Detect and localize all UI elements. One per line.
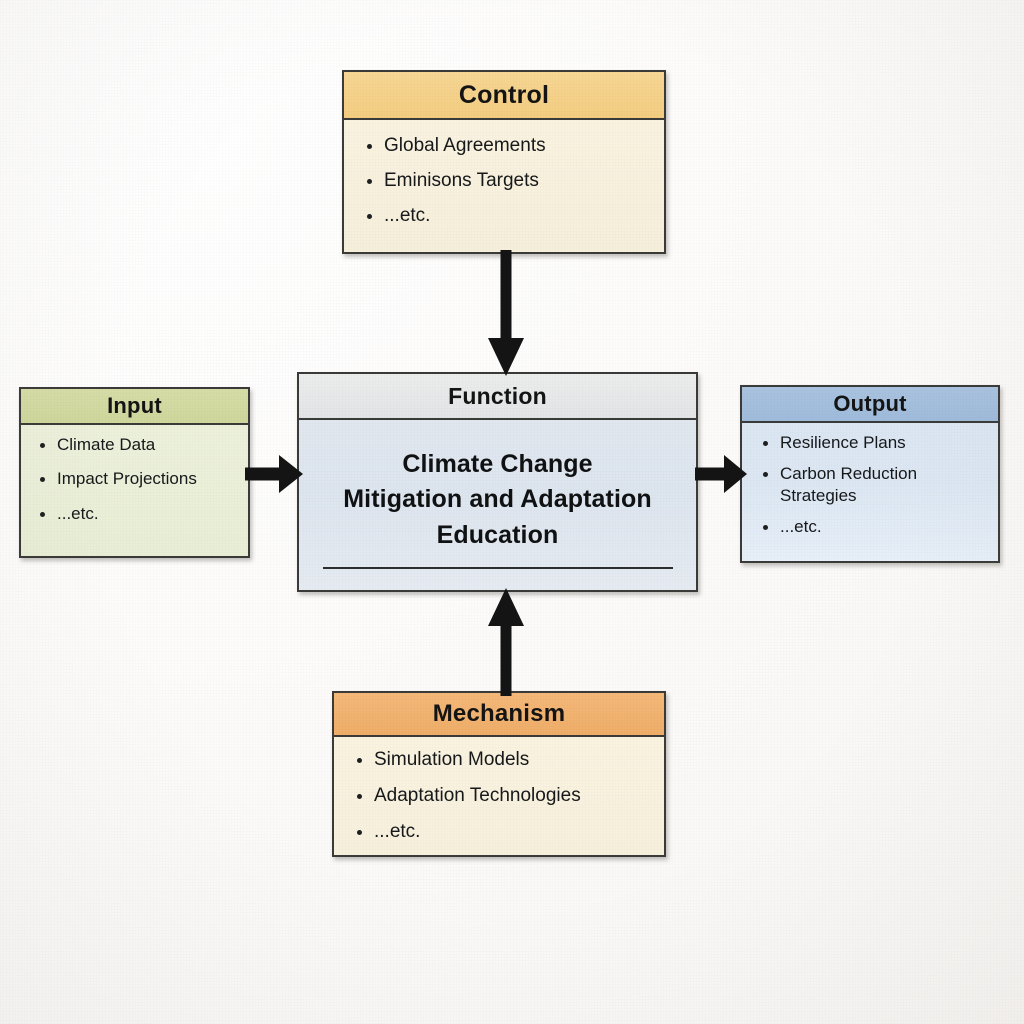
list-item: Eminisons Targets — [362, 169, 650, 193]
mechanism-to-function-arrow-up-icon — [488, 588, 524, 696]
function-name-line-3: Education — [436, 520, 559, 549]
list-item: Resilience Plans — [758, 432, 988, 453]
function-box[interactable]: Function Climate Change Mitigation and A… — [297, 372, 698, 592]
control-title: Control — [344, 72, 664, 120]
list-item: ...etc. — [35, 503, 238, 524]
function-name-line-2: Mitigation and Adaptation — [343, 485, 652, 514]
input-item-list: Climate Data Impact Projections ...etc. — [35, 434, 238, 524]
output-title: Output — [742, 387, 998, 423]
output-box[interactable]: Output Resilience Plans Carbon Reduction… — [740, 385, 1000, 563]
list-item: ...etc. — [362, 204, 650, 228]
mechanism-body: Simulation Models Adaptation Technologie… — [334, 737, 664, 855]
input-body: Climate Data Impact Projections ...etc. — [21, 425, 248, 545]
list-item: Global Agreements — [362, 134, 650, 158]
mechanism-item-list: Simulation Models Adaptation Technologie… — [352, 748, 652, 844]
control-to-function-arrow-down-icon — [488, 250, 524, 376]
mechanism-title: Mechanism — [334, 693, 664, 737]
input-box[interactable]: Input Climate Data Impact Projections ..… — [19, 387, 250, 558]
input-to-function-arrow-right-icon — [245, 455, 303, 493]
list-item: Simulation Models — [352, 748, 652, 772]
list-item: Carbon Reduction Strategies — [758, 463, 988, 506]
control-body: Global Agreements Eminisons Targets ...e… — [344, 120, 664, 238]
control-item-list: Global Agreements Eminisons Targets ...e… — [362, 134, 650, 228]
list-item: Climate Data — [35, 434, 238, 455]
output-body: Resilience Plans Carbon Reduction Strate… — [742, 423, 998, 556]
list-item: ...etc. — [758, 516, 988, 537]
function-title: Function — [299, 374, 696, 420]
function-name-line-1: Climate Change — [402, 449, 593, 478]
control-box[interactable]: Control Global Agreements Eminisons Targ… — [342, 70, 666, 254]
function-underline-rule — [322, 567, 673, 570]
function-name: Climate Change Mitigation and Adaptation… — [343, 447, 651, 554]
mechanism-box[interactable]: Mechanism Simulation Models Adaptation T… — [332, 691, 666, 857]
list-item: ...etc. — [352, 820, 652, 844]
input-title: Input — [21, 389, 248, 425]
output-item-list: Resilience Plans Carbon Reduction Strate… — [758, 432, 988, 538]
list-item: Impact Projections — [35, 468, 238, 489]
function-body: Climate Change Mitigation and Adaptation… — [299, 420, 696, 590]
list-item: Adaptation Technologies — [352, 784, 652, 808]
